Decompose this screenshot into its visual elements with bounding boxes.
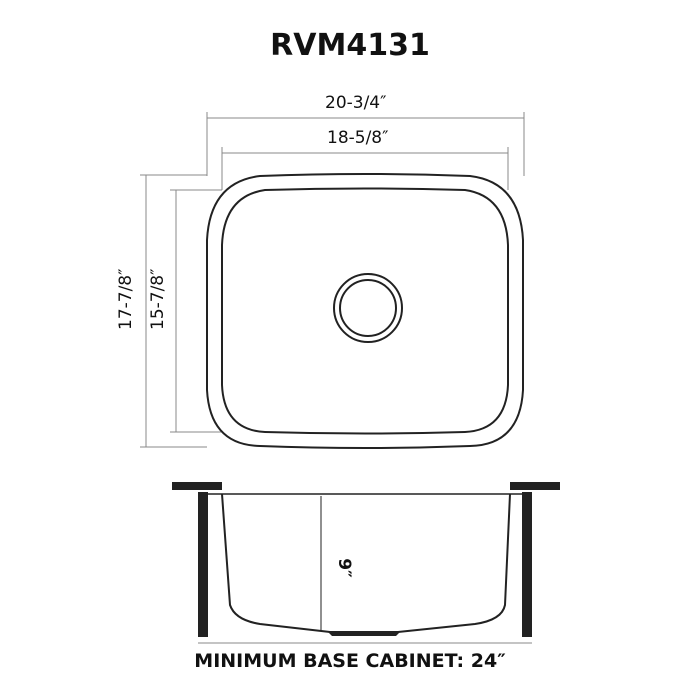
model-title: RVM4131: [270, 28, 430, 63]
overall-length-label: 17-7/8″: [116, 268, 136, 330]
depth-label: 9″: [334, 558, 354, 578]
bowl-width-label: 18-5/8″: [327, 128, 389, 148]
dimension-lines: [140, 112, 525, 448]
overall-width-label: 20-3/4″: [325, 93, 387, 113]
sink-side-view: [172, 482, 560, 644]
sink-top-view: [206, 173, 524, 449]
cabinet-label: MINIMUM BASE CABINET: 24″: [194, 650, 506, 672]
bowl-length-label: 15-7/8″: [148, 268, 168, 330]
